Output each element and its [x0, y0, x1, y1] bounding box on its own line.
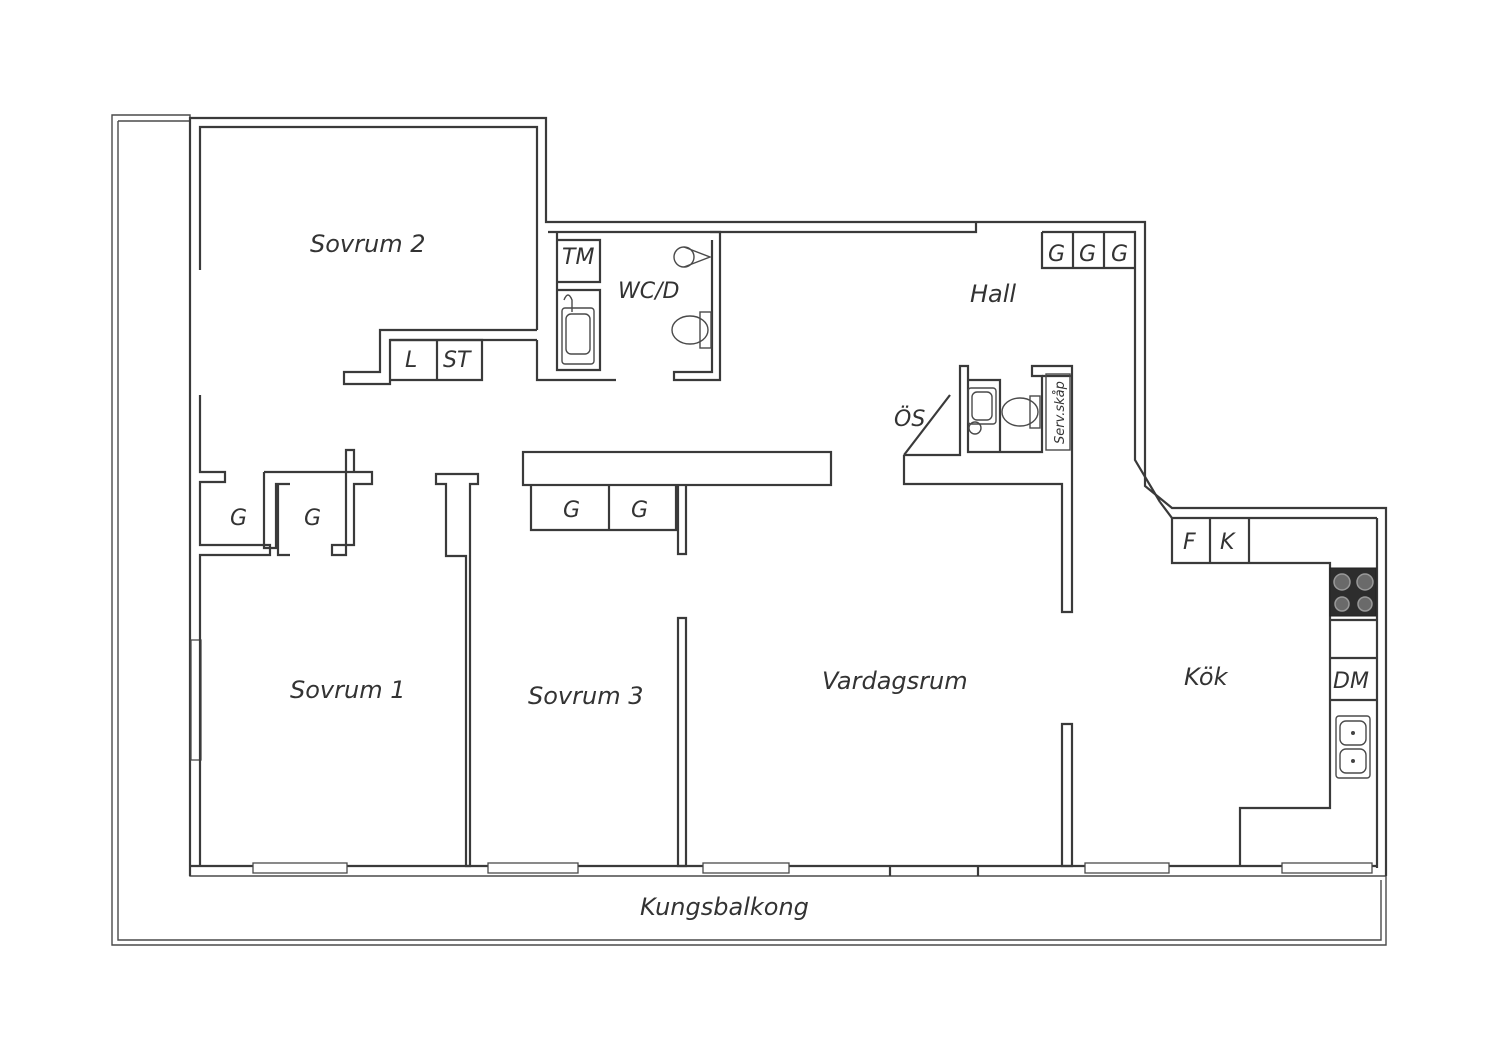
- os-fixtures: [967, 373, 1071, 451]
- wc-fixtures: [561, 246, 712, 365]
- label-tm: TM: [562, 245, 594, 270]
- closet-labels: G G G G G G G: [230, 242, 1128, 531]
- label-closet-hall-3: G: [1111, 242, 1128, 267]
- south-wall: [190, 862, 1377, 876]
- label-sovrum3: Sovrum 3: [528, 682, 643, 710]
- label-closet-mid-1: G: [563, 498, 580, 523]
- label-dm: DM: [1333, 669, 1369, 694]
- label-k: K: [1220, 530, 1236, 555]
- label-closet-left-1: G: [230, 506, 247, 531]
- label-os: ÖS: [894, 406, 925, 432]
- label-vardagsrum: Vardagsrum: [822, 667, 968, 695]
- room-labels: Sovrum 2 WC/D TM Hall L ST ÖS Serv.skåp …: [290, 230, 1369, 921]
- label-kungsbalkong: Kungsbalkong: [640, 893, 809, 921]
- label-servskap: Serv.skåp: [1053, 381, 1068, 444]
- label-l: L: [405, 348, 417, 373]
- interior-walls: [198, 230, 1377, 868]
- label-closet-hall-2: G: [1079, 242, 1096, 267]
- label-kok: Kök: [1184, 663, 1229, 691]
- label-st: ST: [443, 348, 472, 373]
- kitchen-sink-icon: [1335, 715, 1371, 779]
- label-closet-mid-2: G: [631, 498, 648, 523]
- label-sovrum1: Sovrum 1: [290, 676, 405, 704]
- label-sovrum2: Sovrum 2: [310, 230, 425, 258]
- label-wcd: WC/D: [618, 279, 679, 304]
- label-f: F: [1183, 530, 1196, 555]
- label-closet-left-2: G: [304, 506, 321, 531]
- label-hall: Hall: [970, 280, 1016, 308]
- label-closet-hall-1: G: [1048, 242, 1065, 267]
- exterior-walls: [188, 116, 1388, 876]
- stove-icon: [1329, 567, 1377, 617]
